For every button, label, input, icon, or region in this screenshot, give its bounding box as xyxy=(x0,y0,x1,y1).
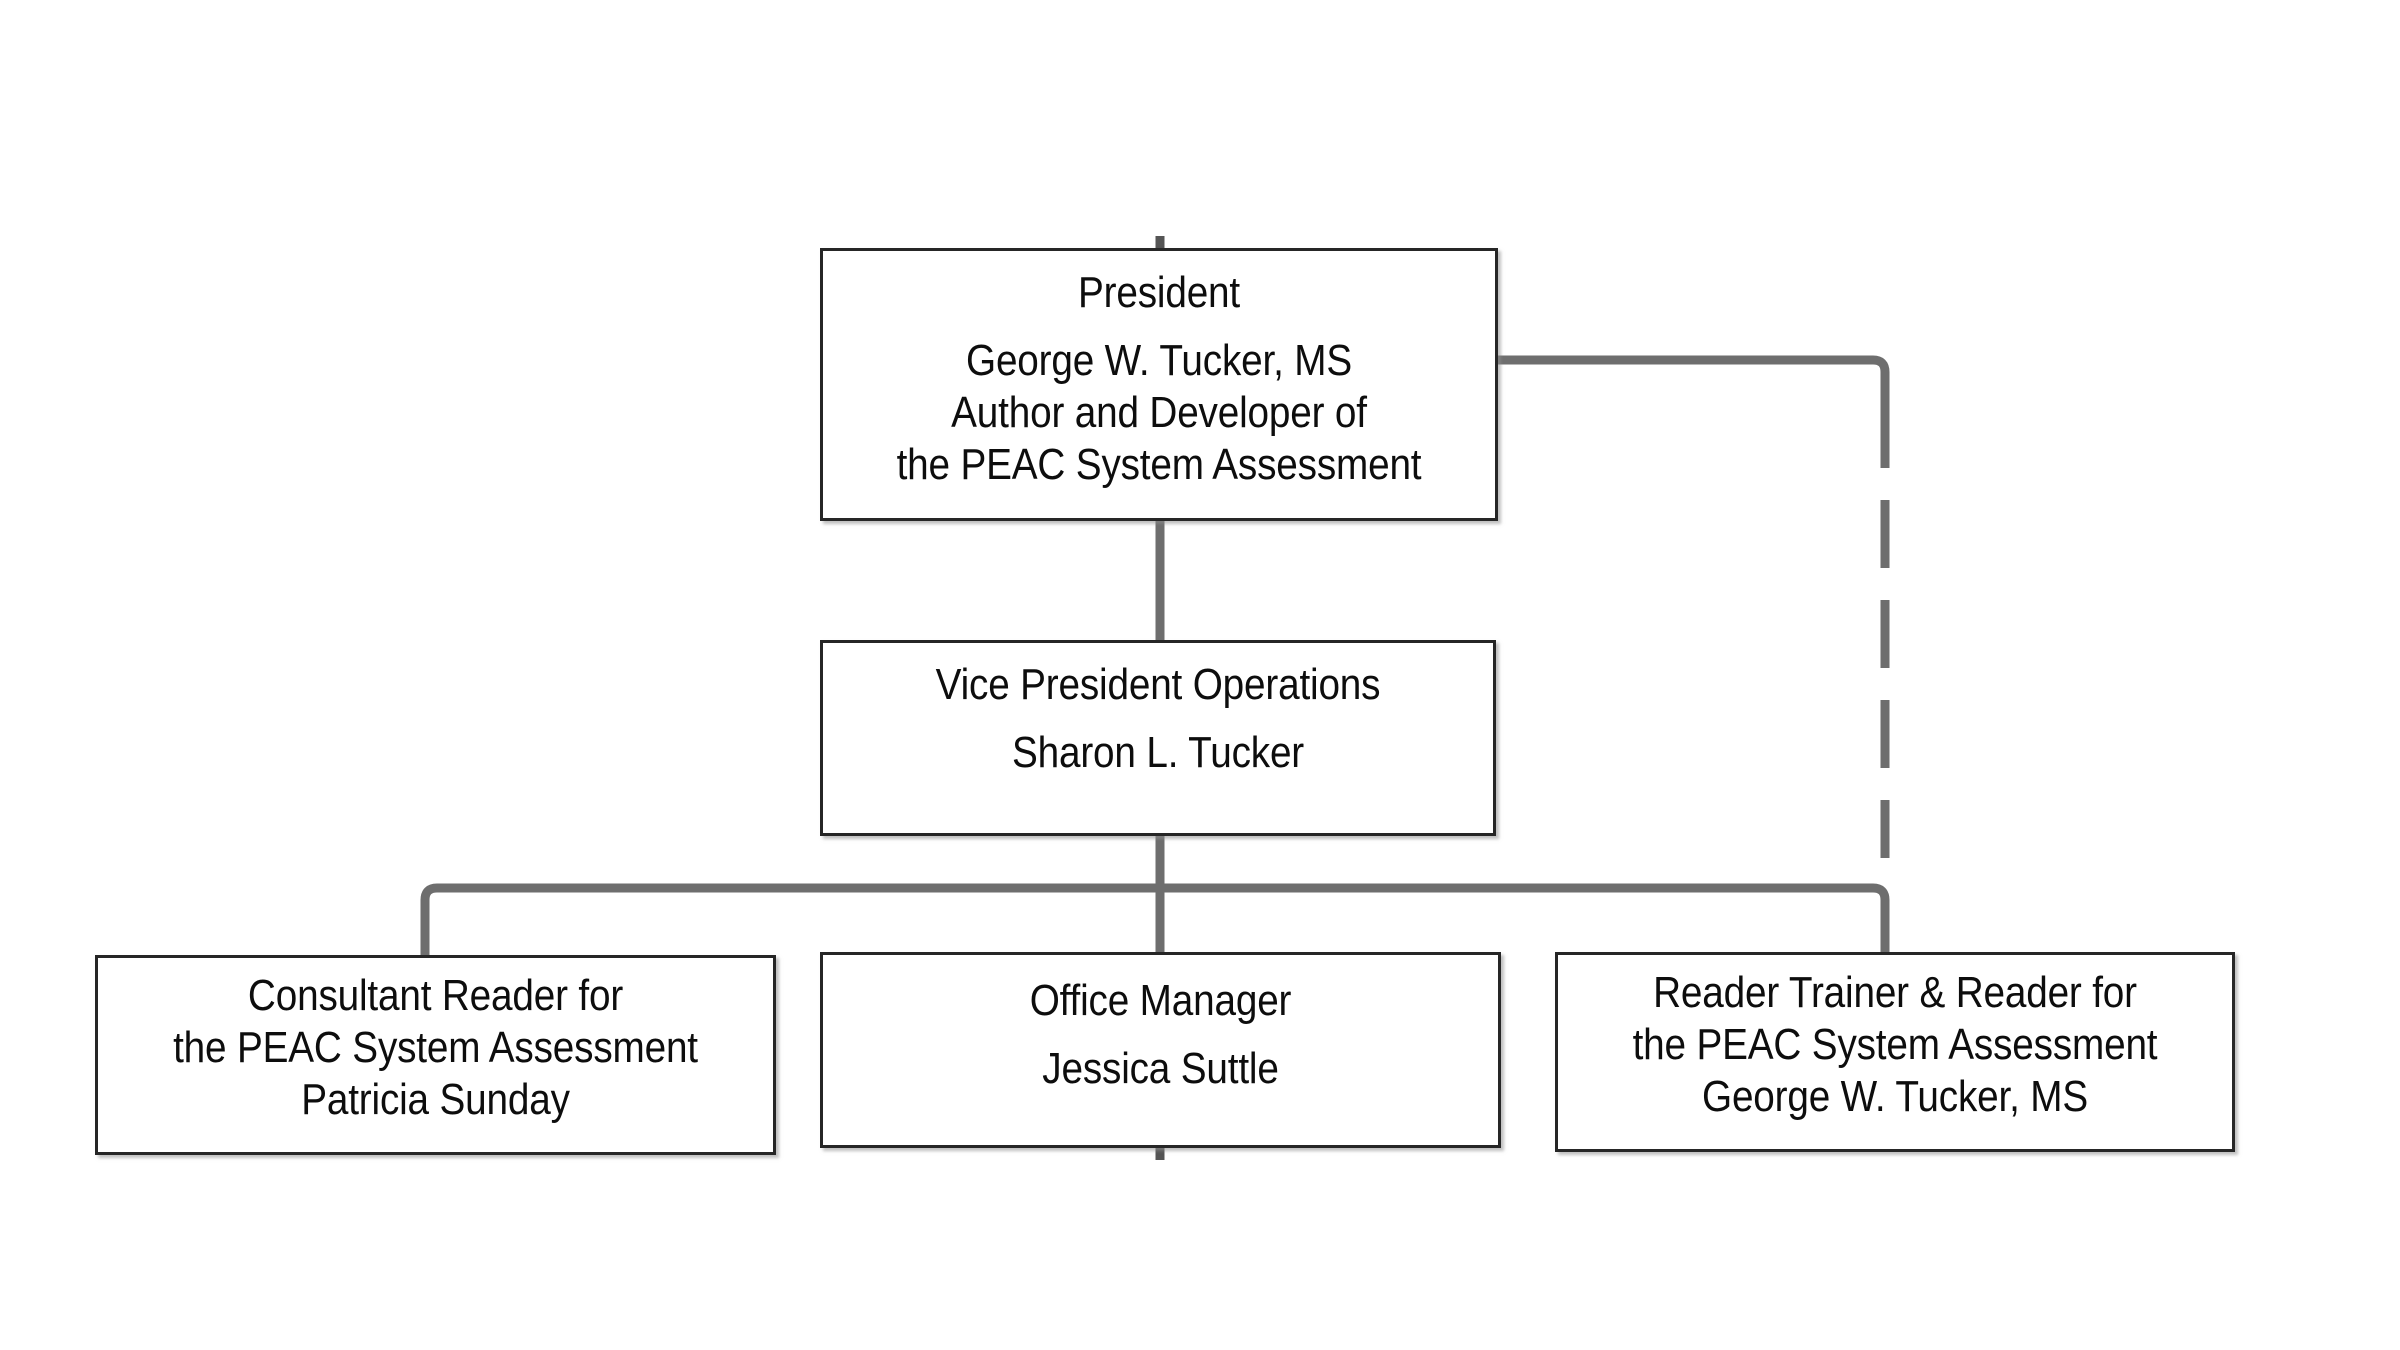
node-vice-president-line-1: Sharon L. Tucker xyxy=(1011,728,1305,777)
wire-child-bus xyxy=(420,883,1890,955)
node-reader-trainer-title: Reader Trainer & Reader for xyxy=(1653,968,2137,1017)
node-reader-trainer-line-1: the PEAC System Assessment xyxy=(1632,1020,2158,1069)
node-reader-trainer[interactable]: Reader Trainer & Reader for the PEAC Sys… xyxy=(1555,952,2235,1152)
node-consultant-reader[interactable]: Consultant Reader for the PEAC System As… xyxy=(95,955,776,1155)
node-president-title: President xyxy=(1077,268,1241,317)
node-vice-president-title: Vice President Operations xyxy=(935,660,1381,709)
wire-president-to-reader-trainer-dashed xyxy=(1497,355,1890,860)
node-president[interactable]: President George W. Tucker, MS Author an… xyxy=(820,248,1498,521)
node-reader-trainer-line-2: George W. Tucker, MS xyxy=(1702,1072,2088,1121)
node-president-line-3: the PEAC System Assessment xyxy=(896,440,1422,489)
node-consultant-reader-line-1: the PEAC System Assessment xyxy=(173,1023,698,1072)
node-office-manager[interactable]: Office Manager Jessica Suttle xyxy=(820,952,1501,1148)
node-consultant-reader-title: Consultant Reader for xyxy=(247,971,624,1020)
node-president-line-1: George W. Tucker, MS xyxy=(966,336,1352,385)
node-office-manager-line-1: Jessica Suttle xyxy=(1042,1044,1279,1093)
node-office-manager-title: Office Manager xyxy=(1029,976,1292,1025)
node-consultant-reader-line-2: Patricia Sunday xyxy=(301,1075,570,1124)
node-vice-president[interactable]: Vice President Operations Sharon L. Tuck… xyxy=(820,640,1496,836)
node-president-line-2: Author and Developer of xyxy=(951,388,1367,437)
